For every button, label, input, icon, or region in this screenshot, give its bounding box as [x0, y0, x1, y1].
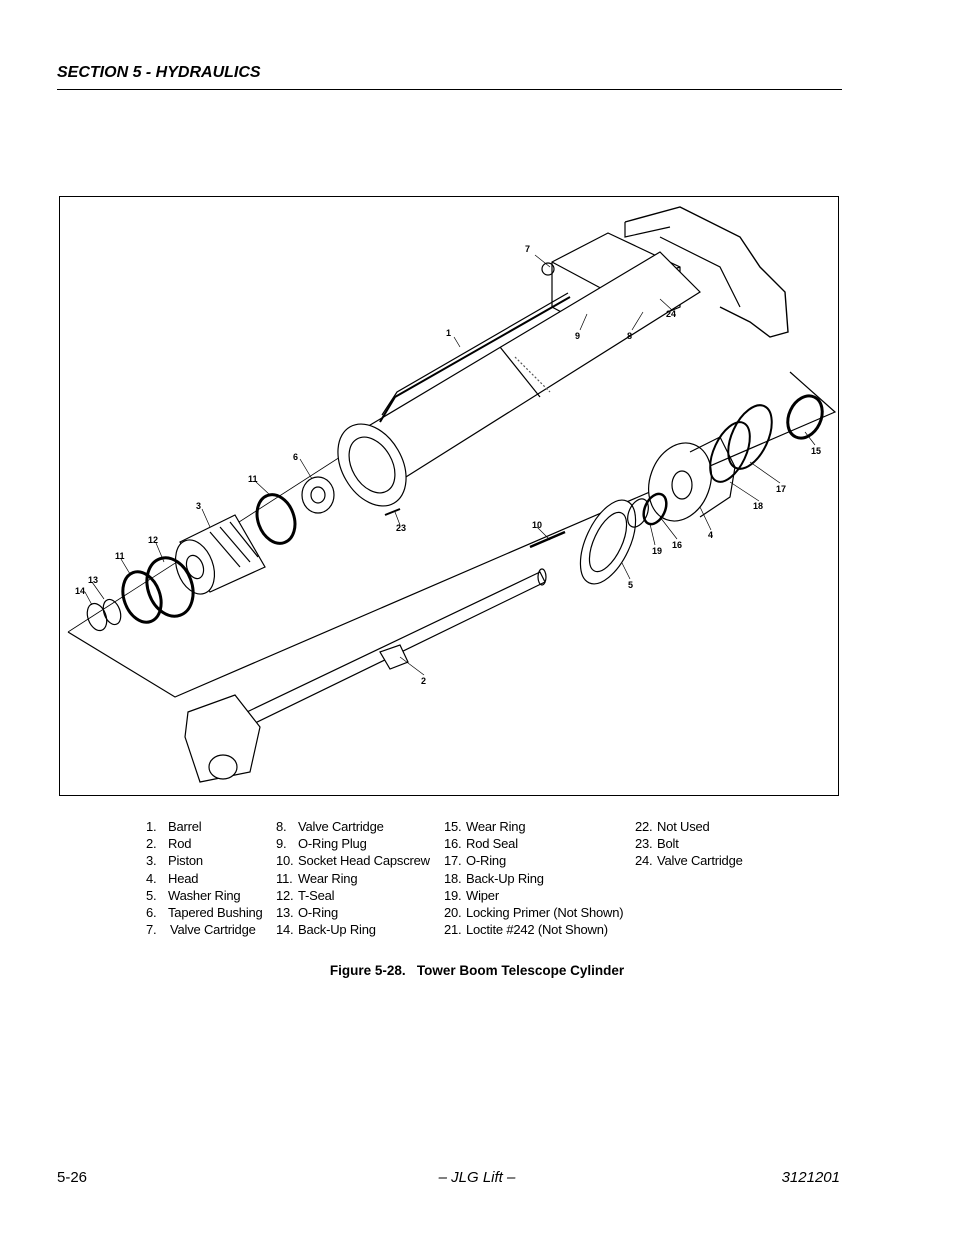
- legend-item: 16.Rod Seal: [444, 836, 518, 852]
- assembly-plane-outline: [67, 371, 837, 698]
- legend-item: 20.Locking Primer (Not Shown): [444, 905, 624, 921]
- head: [648, 436, 736, 522]
- legend-item: 19.Wiper: [444, 887, 499, 903]
- legend-item: 1.Barrel: [146, 819, 202, 834]
- callout-12: 12: [148, 535, 158, 545]
- callout-3: 3: [196, 501, 201, 511]
- document-number: 3121201: [781, 1169, 840, 1186]
- callout-18: 17: [776, 484, 786, 494]
- page-number: 5-26: [57, 1169, 88, 1186]
- callout-16: 16: [672, 540, 682, 550]
- legend-item: 4.Head: [146, 870, 199, 886]
- legend-item: 11.Wear Ring: [276, 870, 358, 886]
- legend-item: 22.Not Used: [635, 819, 710, 834]
- legend-item: 14.Back-Up Ring: [276, 922, 376, 938]
- callout-7: 7: [525, 244, 530, 254]
- legend-item: 5.Washer Ring: [146, 887, 241, 903]
- legend-item: 17.O-Ring: [444, 853, 506, 869]
- callout-6: 6: [293, 452, 298, 462]
- legend-item: 8.Valve Cartridge: [276, 819, 384, 834]
- legend-item: 3.Piston: [146, 853, 203, 869]
- legend-item: 15.Wear Ring: [444, 819, 526, 834]
- legend-item: 2.Rod: [146, 836, 192, 852]
- tapered-bushing: [301, 476, 335, 514]
- callout-13: 13: [88, 575, 98, 585]
- callout-17: 18: [753, 501, 763, 511]
- washer-ring: [579, 499, 637, 585]
- legend-item: 10.Socket Head Capscrew: [276, 853, 430, 869]
- legend-item: 7.Valve Cartridge: [146, 922, 256, 938]
- telescope-cylinder-drawing: 7 1 9 8 24 6 11 3 23 10 12 11 13 14 5 2 …: [67, 206, 837, 783]
- legend-column-4: 22.Not Used 23.Bolt 24.Valve Cartridge: [635, 818, 743, 870]
- legend-column-1: 1.Barrel 2.Rod 3.Piston 4.Head 5.Washer …: [146, 818, 263, 938]
- backup-ring-14: [86, 602, 108, 632]
- legend-item: 24.Valve Cartridge: [635, 853, 743, 869]
- rod: [184, 568, 547, 783]
- barrel-mount: [624, 206, 789, 338]
- oring-13: [102, 598, 122, 626]
- exploded-view-figure: 7 1 9 8 24 6 11 3 23 10 12 11 13 14 5 2 …: [59, 196, 839, 796]
- legend-item: 12.T-Seal: [276, 887, 335, 903]
- t-seal: [145, 556, 195, 618]
- legend-item: 23.Bolt: [635, 836, 679, 852]
- callout-15: 15: [811, 446, 821, 456]
- bolt-23: [384, 508, 401, 516]
- wear-ring-lower: [121, 570, 163, 624]
- callout-24: 24: [666, 309, 676, 319]
- figure-number: Figure 5-28.: [329, 963, 406, 978]
- callout-10: 10: [532, 520, 542, 530]
- backup-ring-18: [727, 404, 773, 470]
- callout-5: 5: [628, 580, 633, 590]
- footer-publisher: – JLG Lift –: [438, 1169, 516, 1186]
- legend-item: 9.O-Ring Plug: [276, 836, 367, 852]
- legend-column-3: 15.Wear Ring 16.Rod Seal 17.O-Ring 18.Ba…: [444, 818, 624, 938]
- oring-17: [709, 421, 751, 483]
- legend-item: 13.O-Ring: [276, 905, 338, 921]
- piston: [174, 514, 266, 595]
- wear-ring-15: [786, 394, 824, 440]
- barrel: [337, 251, 701, 507]
- callout-11-lower: 11: [115, 551, 125, 561]
- callout-19: 19: [652, 546, 662, 556]
- callout-2: 2: [421, 676, 426, 686]
- callout-9: 9: [575, 331, 580, 341]
- section-header: SECTION 5 - HYDRAULICS: [57, 64, 261, 81]
- callout-11-upper: 11: [248, 474, 258, 484]
- header-rule: [57, 89, 842, 90]
- figure-caption: Figure 5-28. Tower Boom Telescope Cylind…: [0, 963, 954, 978]
- legend-item: 18.Back-Up Ring: [444, 870, 544, 886]
- callout-8: 8: [627, 331, 632, 341]
- callout-23: 23: [396, 523, 406, 533]
- legend-item: 6.Tapered Bushing: [146, 905, 263, 921]
- callout-14: 14: [75, 586, 85, 596]
- wear-ring-upper: [255, 493, 297, 545]
- legend-column-2: 8.Valve Cartridge 9.O-Ring Plug 10.Socke…: [276, 818, 430, 938]
- callout-4: 4: [708, 530, 713, 540]
- callout-1: 1: [446, 328, 451, 338]
- rod-seal-ring: [642, 492, 668, 526]
- wiper-ring: [627, 498, 649, 528]
- legend-item: 21.Loctite #242 (Not Shown): [444, 922, 608, 938]
- figure-title: Tower Boom Telescope Cylinder: [416, 963, 625, 978]
- capscrew: [529, 530, 566, 549]
